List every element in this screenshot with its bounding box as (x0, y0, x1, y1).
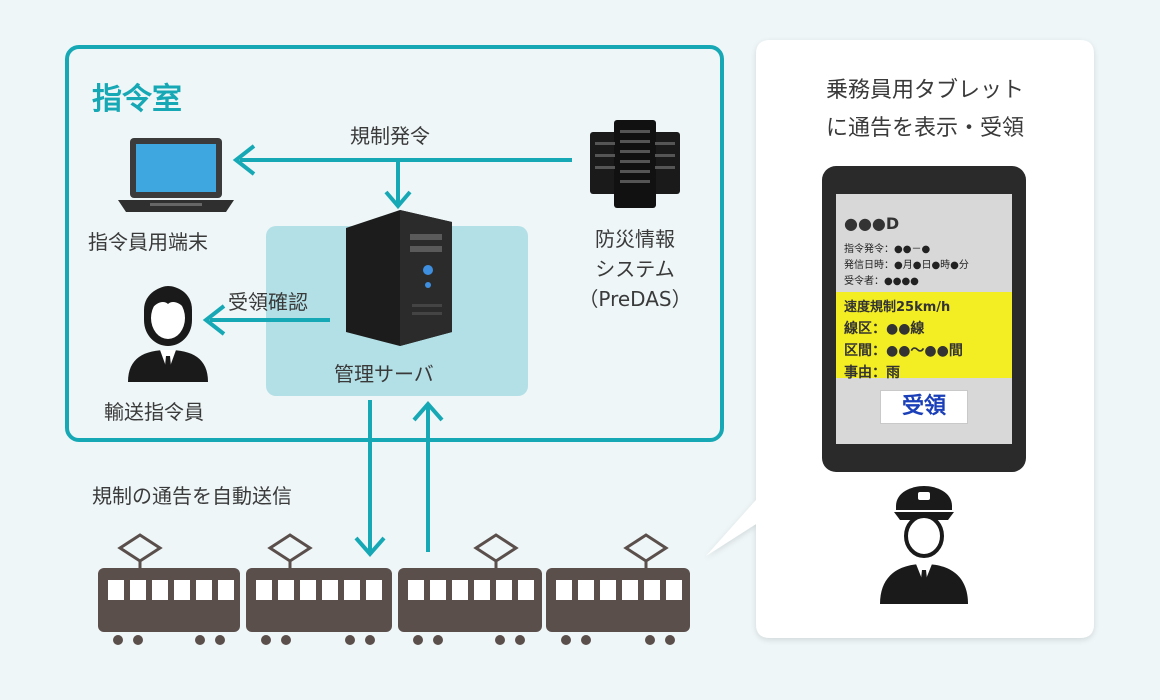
notice-section: 区間：●●～●●間 (844, 343, 963, 359)
laptop-icon (118, 138, 234, 212)
server-label: 管理サーバ (334, 362, 434, 386)
train-car-4 (546, 533, 690, 645)
server-rack-icon (590, 120, 680, 208)
auto-send-label: 規制の通告を自動送信 (92, 484, 292, 508)
tablet-info-line: 受令者：●●●● (844, 276, 919, 287)
arrow-receipt-to-dispatcher (202, 304, 330, 336)
tablet-info-line: 発信日時：●月●日●時●分 (844, 260, 969, 271)
dispatcher-icon (128, 286, 208, 382)
server-tower-icon (346, 210, 452, 346)
receipt-confirm-label: 受領確認 (228, 290, 308, 314)
dispatcher-label: 輸送指令員 (104, 400, 204, 424)
predas-label-line1: 防災情報 (595, 227, 675, 251)
train-car-2 (246, 533, 392, 645)
predas-label: 防災情報 システム （PreDAS） (560, 224, 710, 314)
arrow-train-to-server (412, 400, 444, 552)
tablet-info-line: 指令発令：●●－● (844, 244, 931, 255)
predas-label-line2: システム (595, 257, 675, 281)
crew-panel-title: 乗務員用タブレット に通告を表示・受領 (780, 72, 1070, 148)
terminal-label: 指令員用端末 (88, 230, 208, 254)
train-car-3 (398, 533, 542, 645)
order-label: 規制発令 (350, 124, 430, 148)
acknowledge-button[interactable]: 受領 (880, 390, 968, 424)
crew-panel-title-line2: に通告を表示・受領 (825, 116, 1024, 141)
arrow-order-to-terminal (232, 144, 572, 176)
notice-speed-limit: 速度規制25km/h (844, 300, 951, 315)
arrow-server-to-train (354, 400, 386, 558)
notice-line: 線区：●●線 (844, 321, 925, 337)
train-car-1 (98, 533, 240, 645)
train-icon (98, 533, 690, 645)
control-room-title: 指令室 (92, 82, 182, 117)
conductor-icon (880, 486, 968, 604)
notice-reason: 事由：雨 (844, 365, 900, 381)
crew-panel-title-line1: 乗務員用タブレット (825, 78, 1024, 103)
predas-label-line3: （PreDAS） (578, 287, 692, 311)
tablet-train-id: ●●●D (844, 214, 900, 233)
control-room-frame (65, 45, 724, 442)
arrow-order-to-server (384, 160, 412, 210)
